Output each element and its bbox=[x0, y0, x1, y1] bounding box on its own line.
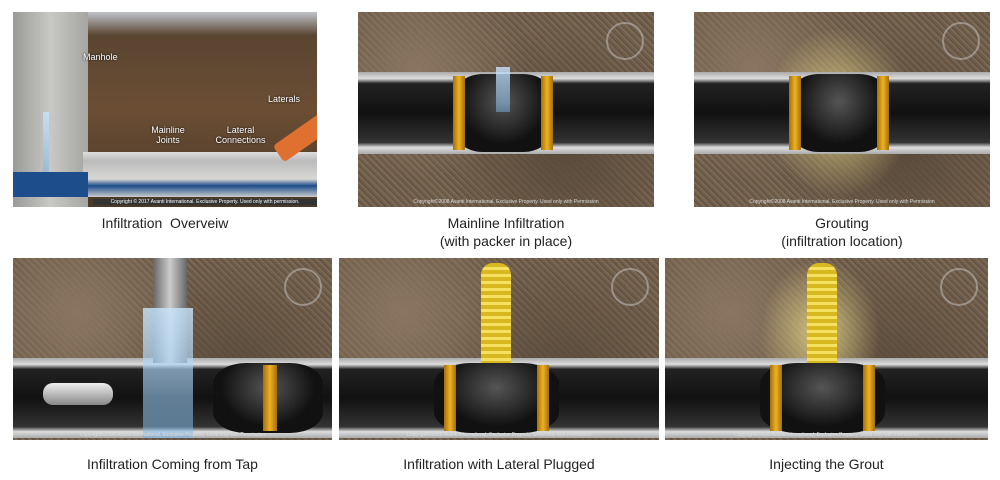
lateral-plug bbox=[481, 263, 511, 363]
copyright: Copyright©2008 Avanti International, Exc… bbox=[733, 432, 920, 438]
camera bbox=[43, 383, 113, 405]
packer-band bbox=[453, 76, 465, 150]
grouting-illustration: Copyright©2008 Avanti International, Exc… bbox=[694, 12, 990, 207]
packer bbox=[789, 74, 889, 152]
copyright: Copyright©2008 Avanti International, Exc… bbox=[406, 432, 592, 438]
logo bbox=[940, 268, 978, 306]
infiltration-overview-illustration: Manhole Laterals Mainline Joints Lateral… bbox=[13, 12, 317, 207]
caption-lateral-plugged: Infiltration with Lateral Plugged bbox=[403, 456, 595, 472]
packer-band bbox=[789, 76, 801, 150]
packer-band bbox=[537, 365, 549, 431]
logo bbox=[606, 22, 644, 60]
caption-line: (infiltration location) bbox=[781, 233, 903, 249]
copyright: Copyright©2008 Avanti International, Exc… bbox=[749, 199, 935, 205]
caption-injecting-grout: Injecting the Grout bbox=[769, 456, 884, 472]
packer-band bbox=[877, 76, 889, 150]
label-laterals: Laterals bbox=[268, 94, 301, 104]
logo bbox=[942, 22, 980, 60]
caption-line: (with packer in place) bbox=[439, 233, 573, 249]
packer-band bbox=[770, 365, 782, 431]
mainline-infiltration-illustration: Copyright©2008 Avanti International, Exc… bbox=[358, 12, 654, 207]
manhole-leak bbox=[43, 112, 49, 172]
packer-band bbox=[541, 76, 553, 150]
caption-mainline-infiltration: Mainline Infiltration (with packer in pla… bbox=[358, 214, 654, 250]
caption-infiltration-from-tap: Infiltration Coming from Tap bbox=[87, 456, 258, 472]
caption-line: Grouting bbox=[815, 215, 869, 231]
caption-line: Mainline Infiltration bbox=[447, 215, 565, 231]
packer-band bbox=[263, 365, 277, 431]
label-mainline-joints: Mainline Joints bbox=[151, 125, 185, 145]
infiltration-spray bbox=[143, 308, 193, 438]
logo bbox=[611, 268, 649, 306]
lateral-plug bbox=[807, 263, 837, 363]
water-pool bbox=[13, 172, 88, 197]
copyright: Copyright © 2017 Avanti International. E… bbox=[93, 199, 317, 205]
infiltration-spray bbox=[496, 67, 510, 112]
injecting-grout-illustration: Copyright©2008 Avanti International, Exc… bbox=[665, 258, 988, 440]
packer-band bbox=[444, 365, 456, 431]
packer-band bbox=[863, 365, 875, 431]
caption-grouting: Grouting (infiltration location) bbox=[694, 214, 990, 250]
mainline-pipe bbox=[83, 152, 317, 197]
caption-infiltration-overview: Infiltration Overveiw bbox=[101, 215, 229, 231]
infiltration-from-tap-illustration: Copyright©2008 Avanti International, Exc… bbox=[13, 258, 332, 440]
lateral-plugged-illustration: Copyright©2008 Avanti International, Exc… bbox=[339, 258, 659, 440]
label-lateral-connections: Lateral Connections bbox=[215, 125, 266, 145]
logo bbox=[284, 268, 322, 306]
copyright: Copyright©2008 Avanti International, Exc… bbox=[413, 199, 599, 205]
copyright: Copyright©2008 Avanti International, Exc… bbox=[79, 432, 266, 438]
label-manhole: Manhole bbox=[83, 52, 118, 62]
